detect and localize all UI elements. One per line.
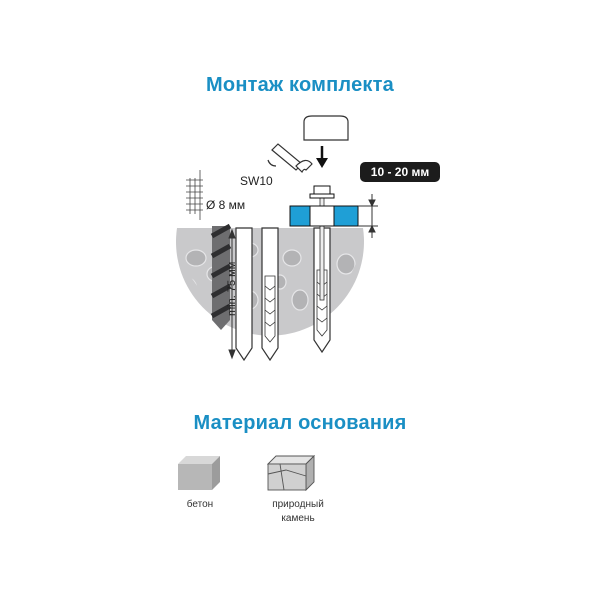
drill-bit-icon	[210, 223, 232, 330]
material-label-concrete: бетон	[186, 499, 214, 510]
depth-label: min. 75 мм	[226, 261, 238, 316]
depth-dimension	[228, 228, 236, 360]
mounted-part	[289, 185, 359, 227]
cover-cap-icon	[303, 115, 349, 141]
natural-stone-icon	[266, 454, 316, 492]
down-arrow-icon	[316, 146, 328, 168]
concrete-block-icon	[178, 456, 220, 490]
section-title-mount: Монтаж комплекта	[206, 74, 394, 96]
dowel-icon	[264, 275, 276, 343]
wrench-size-label: SW10	[240, 174, 273, 188]
thickness-dimension	[358, 194, 378, 238]
nut-icon	[313, 185, 331, 195]
wrench-icon	[267, 143, 313, 174]
drill-diameter-label: Ø 8 мм	[206, 198, 246, 212]
diameter-ruler	[186, 170, 203, 220]
thickness-badge: 10 - 20 мм	[360, 162, 440, 182]
section-title-material: Материал основания	[193, 412, 407, 434]
washer-icon	[309, 193, 335, 199]
